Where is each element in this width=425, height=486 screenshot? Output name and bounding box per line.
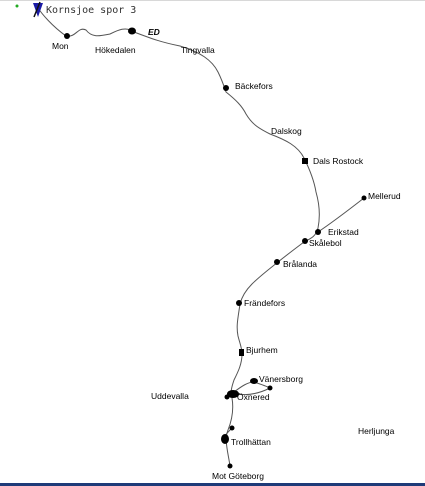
station-trollhattan[interactable]	[221, 434, 229, 444]
station-erikstad[interactable]	[315, 229, 321, 235]
station-frandefors[interactable]	[236, 300, 242, 306]
place-label-herljunga: Herljunga	[358, 426, 395, 436]
place-label-oxnered: Öxnered	[237, 392, 270, 402]
place-label-tingvalla: Tingvalla	[181, 45, 215, 55]
place-label-bjurhem: Bjurhem	[246, 345, 278, 355]
stations	[64, 27, 367, 469]
station-mot-goteborg[interactable]	[227, 463, 233, 469]
place-label-dals-rostock: Dals Rostock	[313, 156, 364, 166]
place-label-hokedalen: Hökedalen	[95, 45, 136, 55]
place-label-mellerud: Mellerud	[368, 191, 401, 201]
place-label-skalebol: Skålebol	[309, 238, 342, 248]
place-label-trollhattan: Trollhättan	[231, 437, 271, 447]
mellerud-branch-line	[317, 197, 365, 233]
station-ed[interactable]	[128, 27, 136, 35]
vanersborg-branch-line	[233, 381, 272, 395]
station-oxnered-west[interactable]	[224, 394, 230, 400]
place-label-uddevalla: Uddevalla	[151, 391, 189, 401]
place-label-erikstad: Erikstad	[328, 227, 359, 237]
place-label-mot-goteborg: Mot Göteborg	[212, 471, 264, 481]
station-mellerud[interactable]	[361, 195, 367, 201]
track-label: Kornsjoe spor 3	[46, 5, 136, 16]
station-dals-rostock[interactable]	[302, 158, 308, 164]
station-oxnered[interactable]	[227, 390, 239, 398]
place-label-backefors: Bäckefors	[235, 81, 273, 91]
location-pin-icon[interactable]	[15, 1, 44, 18]
top-edge-line	[0, 0, 425, 1]
station-vanersborg-east[interactable]	[267, 385, 273, 391]
place-label-dalskog: Dalskog	[271, 126, 302, 136]
place-label-bralanda: Brålanda	[283, 259, 317, 269]
place-label-vanersborg: Vänersborg	[259, 374, 303, 384]
place-label-ed: ED	[148, 27, 160, 37]
place-label-mon: Mon	[52, 41, 69, 51]
station-bjurhem[interactable]	[239, 349, 244, 356]
station-backefors[interactable]	[223, 85, 229, 91]
station-mon[interactable]	[64, 33, 70, 39]
station-bralanda[interactable]	[274, 259, 280, 265]
bottom-border-bar	[0, 483, 425, 486]
station-trollhattan-north[interactable]	[229, 425, 235, 431]
station-vanersborg[interactable]	[250, 378, 258, 384]
place-label-frandefors: Frändefors	[244, 298, 285, 308]
station-skalebol[interactable]	[302, 238, 308, 244]
main-railway-line	[37, 7, 320, 467]
